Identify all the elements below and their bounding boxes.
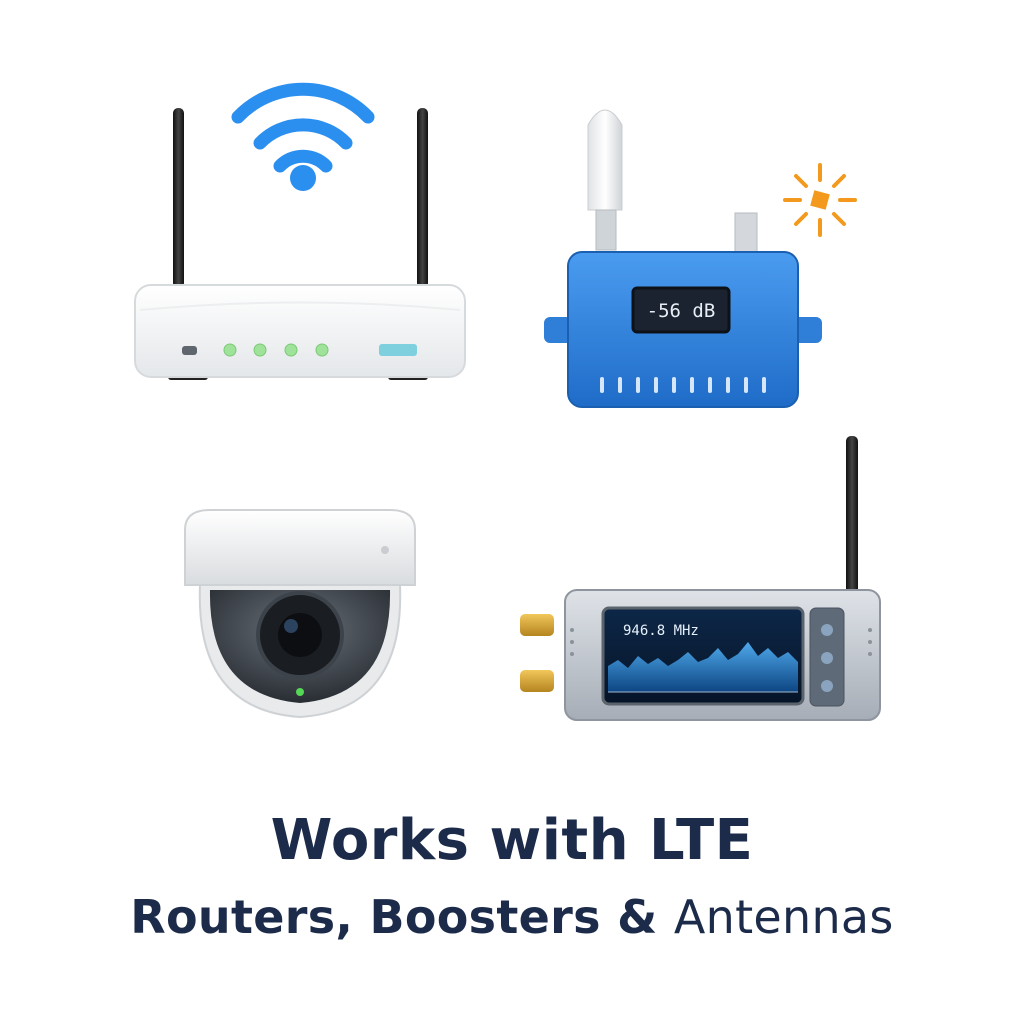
- sdr-frequency-readout: 946.8 MHz: [623, 623, 699, 639]
- dome-camera: [170, 505, 430, 735]
- caption-subline: Routers, Boosters & Antennas: [0, 890, 1024, 944]
- wifi-router: [120, 70, 480, 410]
- router-antenna-right: [417, 108, 428, 288]
- caption-subline-light: Antennas: [673, 890, 894, 944]
- camera-status-led-icon: [296, 688, 304, 696]
- router-antenna-left: [173, 108, 184, 288]
- caption-headline: Works with LTE: [270, 808, 754, 873]
- booster-display: [631, 286, 731, 334]
- caption-subline-amp: &: [600, 890, 674, 944]
- router-led-icon: [223, 343, 329, 357]
- caption-subline-bold: Routers, Boosters: [130, 890, 601, 944]
- sdr-antenna: [846, 436, 858, 596]
- sdr-spectrum-waveform: [608, 642, 798, 692]
- wifi-icon: [231, 82, 375, 191]
- router-body: [134, 284, 466, 378]
- spark-icon: [783, 163, 857, 237]
- booster-antenna: [587, 109, 623, 211]
- booster-display-readout: -56 dB: [647, 300, 716, 322]
- spectrum-analyzer-device: 946.8 MHz: [510, 430, 900, 730]
- signal-booster: -56 dB: [530, 95, 880, 415]
